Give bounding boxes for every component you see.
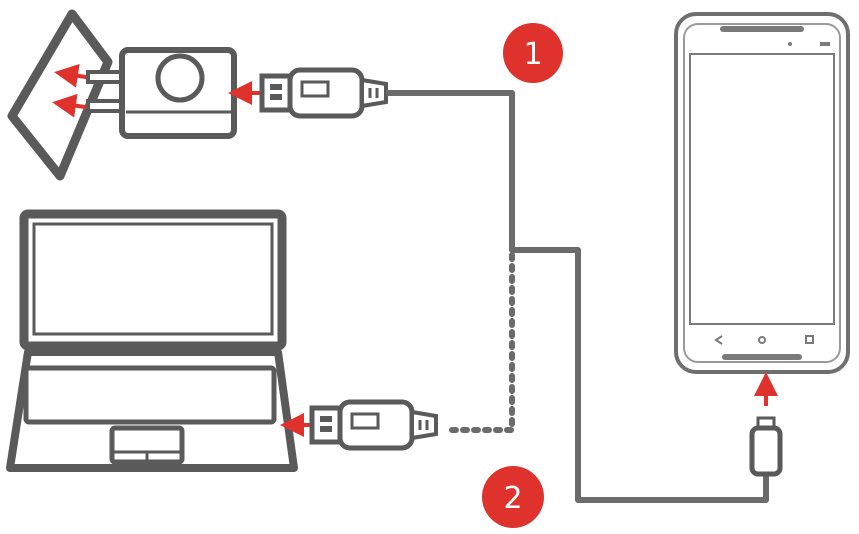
wall-socket-icon	[7, 9, 113, 181]
usb-plug-icon	[259, 67, 388, 119]
cable-charger	[386, 90, 769, 503]
micro-usb-plug-icon	[749, 416, 783, 477]
cable-laptop-dotted	[449, 249, 515, 433]
step-badge-2: 2	[482, 466, 544, 528]
step-badge-2-label: 2	[503, 481, 522, 516]
smartphone-icon	[674, 12, 850, 374]
step-badge-1-label: 1	[523, 37, 542, 72]
usb-plug-icon	[309, 399, 438, 451]
step-badge-1: 1	[503, 23, 563, 83]
power-adapter-icon	[119, 47, 237, 139]
laptop-icon	[6, 209, 298, 472]
